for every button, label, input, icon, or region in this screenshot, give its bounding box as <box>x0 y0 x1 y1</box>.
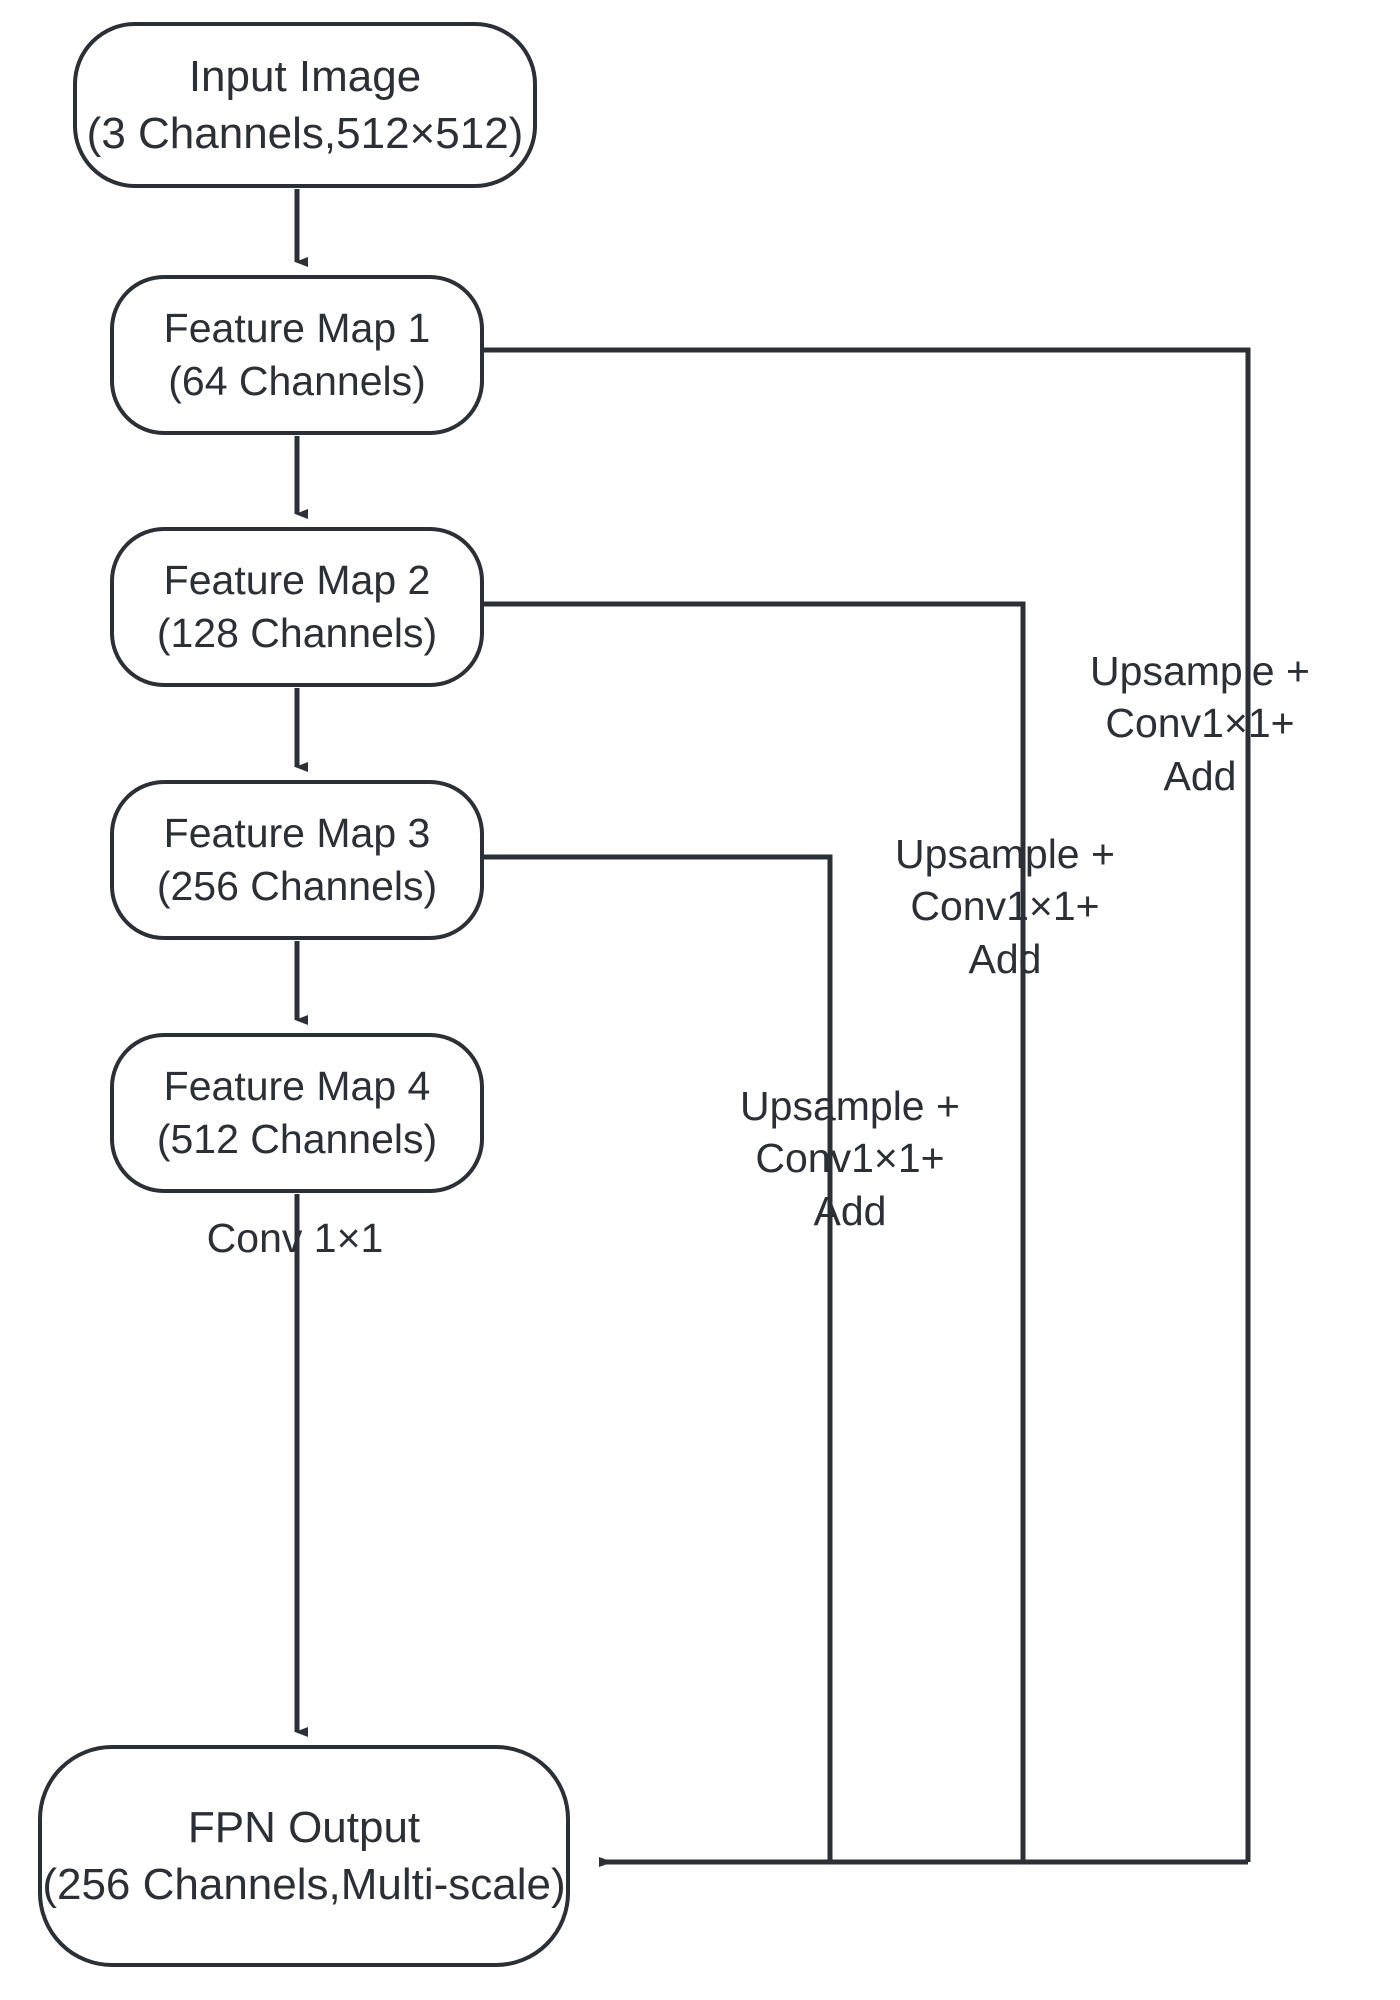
node-feature-map-4-line2: (512 Channels) <box>156 1116 438 1162</box>
node-feature-map-1[interactable]: Feature Map 1 (64 Channels) <box>110 275 484 435</box>
edge-label-upsample-1-line3: Add <box>1163 752 1237 799</box>
node-fpn-output-line1: FPN Output <box>187 1802 421 1852</box>
edge-label-upsample-1-line1: Upsample + <box>1090 648 1310 694</box>
node-feature-map-3-line2: (256 Channels) <box>156 863 438 909</box>
edge-label-upsample-3-line1: Upsample + <box>740 1083 960 1129</box>
edge-label-upsample-3-line3: Add <box>813 1187 887 1234</box>
node-feature-map-1-line2: (64 Channels) <box>168 358 426 404</box>
node-feature-map-2[interactable]: Feature Map 2 (128 Channels) <box>110 527 484 687</box>
edge-label-upsample-1-line2: Conv1×1+ <box>1105 700 1295 747</box>
node-feature-map-2-line1: Feature Map 2 <box>163 556 431 603</box>
node-feature-map-2-line2: (128 Channels) <box>156 610 438 656</box>
edge-label-upsample-2-line3: Add <box>968 935 1042 982</box>
node-feature-map-4[interactable]: Feature Map 4 (512 Channels) <box>110 1033 484 1193</box>
node-input-image-line2: (3 Channels,512×512) <box>86 109 524 158</box>
node-feature-map-1-line1: Feature Map 1 <box>163 304 431 351</box>
edge-label-upsample-2-line1: Upsample + <box>895 831 1115 877</box>
edge-label-upsample-3-line2: Conv1×1+ <box>755 1135 945 1182</box>
node-fpn-output-line2: (256 Channels,Multi-scale) <box>42 1860 566 1909</box>
node-feature-map-4-line1: Feature Map 4 <box>163 1062 431 1109</box>
node-fpn-output[interactable]: FPN Output (256 Channels,Multi-scale) <box>38 1745 570 1967</box>
edge-label-upsample-2: Upsample + Conv1×1+ Add <box>855 828 1155 985</box>
edge-label-conv-1x1-text: Conv 1×1 <box>206 1215 384 1261</box>
node-input-image-line1: Input Image <box>188 51 422 101</box>
edge-label-upsample-2-line2: Conv1×1+ <box>910 883 1100 930</box>
node-input-image[interactable]: Input Image (3 Channels,512×512) <box>73 22 537 188</box>
edge-label-upsample-1: Upsample + Conv1×1+ Add <box>1050 645 1350 802</box>
skip-fm3-to-fpn <box>484 854 833 1862</box>
node-feature-map-3-line1: Feature Map 3 <box>163 809 431 856</box>
edge-label-upsample-3: Upsample + Conv1×1+ Add <box>700 1080 1000 1237</box>
node-feature-map-3[interactable]: Feature Map 3 (256 Channels) <box>110 780 484 940</box>
edge-label-conv-1x1: Conv 1×1 <box>150 1212 440 1264</box>
